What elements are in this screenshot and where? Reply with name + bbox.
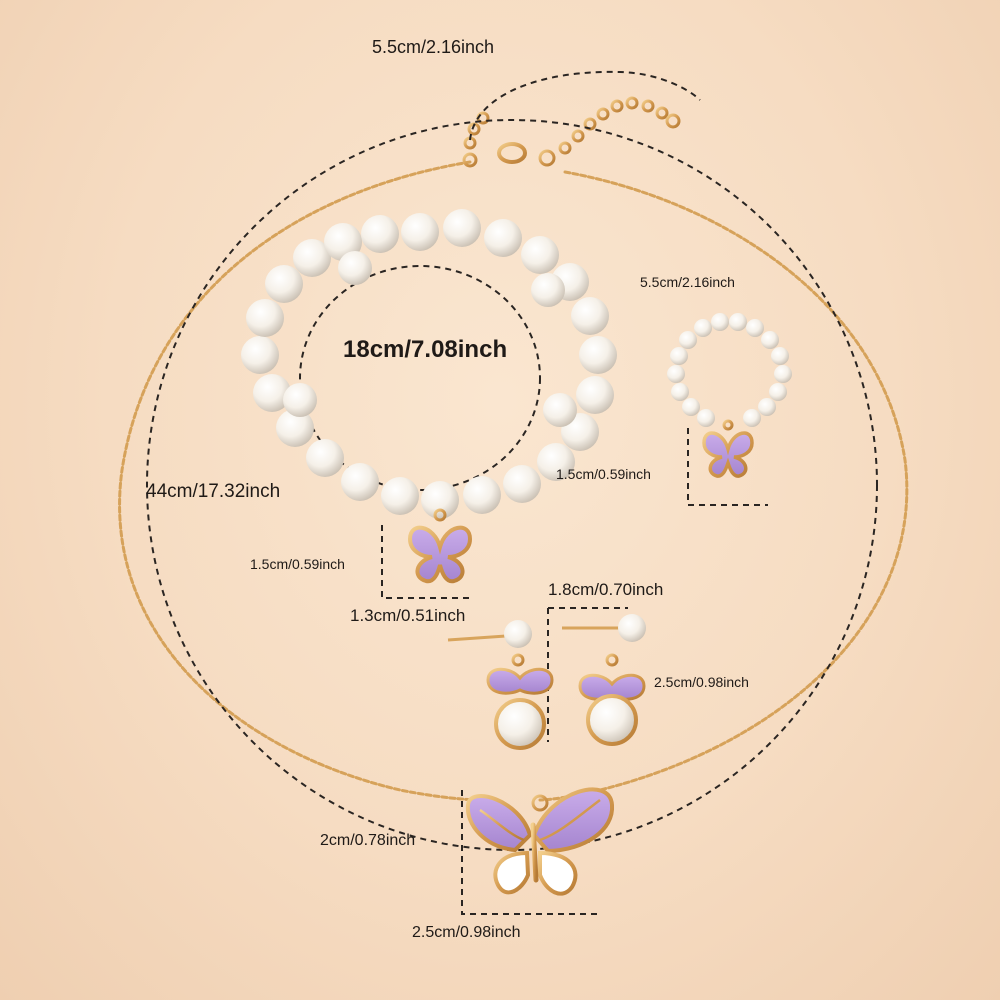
bracelet-pearl	[265, 265, 303, 303]
bracelet-diameter-label: 18cm/7.08inch	[343, 336, 508, 363]
bracelet-pearl	[241, 336, 279, 374]
ring-butterfly-charm	[702, 419, 754, 478]
bracelet-pearl	[306, 439, 344, 477]
pearl-bracelet	[241, 209, 617, 519]
bracelet-pearl	[543, 393, 577, 427]
pendant-guide	[461, 790, 602, 915]
bracelet-pearl	[531, 273, 565, 307]
bracelet-pearl	[361, 215, 399, 253]
earring-height-label: 2.5cm/0.98inch	[654, 674, 749, 690]
bracelet-pearl	[293, 239, 331, 277]
bracelet-pearl	[246, 299, 284, 337]
pearl-ring	[667, 313, 792, 427]
bracelet-pearl	[341, 463, 379, 501]
chain-extension-label: 5.5cm/2.16inch	[372, 37, 495, 57]
bracelet-pearl	[579, 336, 617, 374]
bracelet-charm-height-label: 1.5cm/0.59inch	[250, 556, 345, 572]
ring-charm-height-label: 1.5cm/0.59inch	[556, 466, 651, 482]
bracelet-pearl	[576, 376, 614, 414]
bracelet-pearl	[484, 219, 522, 257]
necklace-butterfly-pendant	[465, 787, 615, 896]
earring-width-label: 1.8cm/0.70inch	[548, 580, 664, 599]
necklace-clasp	[462, 142, 556, 168]
bracelet-pearl	[381, 477, 419, 515]
bracelet-pearl	[571, 297, 609, 335]
bracelet-pearl	[537, 443, 575, 481]
bracelet-pearl	[283, 383, 317, 417]
bracelet-pearl	[521, 236, 559, 274]
bracelet-pearl	[276, 409, 314, 447]
bracelet-charm-width-label: 1.3cm/0.51inch	[350, 606, 466, 625]
ring-charm-guide	[687, 428, 768, 506]
extension-chain	[463, 96, 681, 155]
bracelet-pearl	[503, 465, 541, 503]
extension-guide	[469, 70, 701, 141]
bracelet-butterfly-charm	[407, 508, 473, 584]
right-earring	[562, 614, 646, 746]
bracelet-pearl	[443, 209, 481, 247]
bracelet-guide	[299, 265, 541, 491]
bracelet-pearl	[253, 374, 291, 412]
bracelet-pearl	[463, 476, 501, 514]
pendant-height-label: 2cm/0.78inch	[320, 832, 416, 849]
left-earring	[447, 620, 554, 750]
necklace-length-label: 44cm/17.32inch	[146, 481, 281, 502]
bracelet-charm-guide	[381, 525, 470, 599]
pendant-width-label: 2.5cm/0.98inch	[412, 924, 521, 941]
bracelet-pearl	[338, 251, 372, 285]
bracelet-pearl	[401, 213, 439, 251]
bracelet-pearl	[421, 481, 459, 519]
ring-size-label: 5.5cm/2.16inch	[640, 274, 735, 290]
